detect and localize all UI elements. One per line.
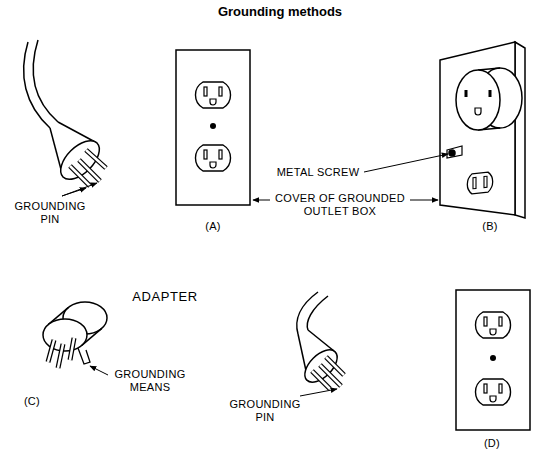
leader-arrow-part [90, 366, 108, 375]
outlet-plate-a-part [195, 82, 230, 108]
outlet-plate-d [456, 290, 530, 430]
leader-line [300, 389, 337, 396]
plug-with-grounding-pin-part [308, 330, 334, 351]
outlet-plate-b-part [515, 42, 525, 218]
outlet-plate-b-part [449, 150, 455, 156]
plug-with-grounding-pin-part [320, 365, 341, 386]
adapter-part [78, 348, 90, 364]
leader-line-part [300, 389, 337, 396]
figure-letter: (A) [193, 220, 233, 233]
figure-letter: (B) [470, 220, 510, 233]
outlet-plate-a-part [210, 123, 216, 129]
outlet-plate-a [176, 50, 250, 205]
plug-with-grounding-pin-part [86, 150, 106, 168]
leader-line-part [62, 183, 97, 196]
leader-arrow [90, 366, 108, 375]
callout-label: ADAPTER [120, 289, 210, 305]
callout-label: METAL SCREW [268, 166, 368, 179]
figure-letter: (D) [472, 437, 512, 450]
plug-with-grounding-pin-part [58, 122, 97, 143]
leader-arrow-part [410, 200, 438, 201]
callout-label: GROUNDING PIN [10, 200, 90, 226]
leader-arrow-part [253, 200, 270, 201]
outlet-plate-b-part [456, 70, 500, 130]
outlet-plate-b-part [484, 176, 487, 187]
adapter-part [58, 344, 63, 368]
outlet-plate-b-part [467, 172, 492, 195]
callout-label: GROUNDING MEANS [110, 368, 190, 394]
outlet-plate-d-part [475, 312, 510, 338]
plug-with-grounding-pin-part [79, 160, 100, 181]
outlet-plate-b-part [473, 177, 476, 188]
plug-with-grounding-pin-part [54, 134, 106, 186]
plug-with-grounding-pin [24, 40, 107, 186]
leader-line [62, 183, 97, 196]
adapter-part [58, 344, 63, 368]
outlet-plate-a-part [176, 50, 250, 205]
outlet-plate-a-part [195, 145, 230, 171]
outlet-plate-d-part [490, 355, 496, 361]
plug-with-grounding-pin [297, 292, 344, 389]
adapter [43, 302, 107, 368]
plug-with-grounding-pin-part [79, 160, 100, 181]
adapter-part [70, 338, 74, 360]
callout-label: GROUNDING PIN [225, 398, 305, 424]
figure-letter: (C) [12, 395, 52, 408]
adapter-part [48, 340, 54, 362]
adapter-part [48, 340, 54, 362]
callout-label: COVER OF GROUNDED OUTLET BOX [273, 192, 408, 218]
adapter-part [70, 338, 74, 360]
outlet-plate-b-part [475, 108, 481, 115]
diagram-title: Grounding methods [80, 4, 480, 20]
outlet-plate-d-part [456, 290, 530, 430]
plug-with-grounding-pin-part [33, 40, 58, 122]
plug-with-grounding-pin-part [307, 296, 328, 330]
outlet-plate-b-part [467, 172, 492, 195]
outlet-plate-b [440, 42, 525, 218]
leader-arrow-part [364, 154, 448, 172]
outlet-plate-b-part [447, 146, 462, 158]
plug-with-grounding-pin-part [320, 365, 341, 386]
plug-with-grounding-pin-part [24, 42, 50, 128]
outlet-plate-b-part [466, 90, 490, 97]
outlet-plate-d-part [475, 379, 510, 405]
plug-with-grounding-pin-part [86, 150, 106, 168]
